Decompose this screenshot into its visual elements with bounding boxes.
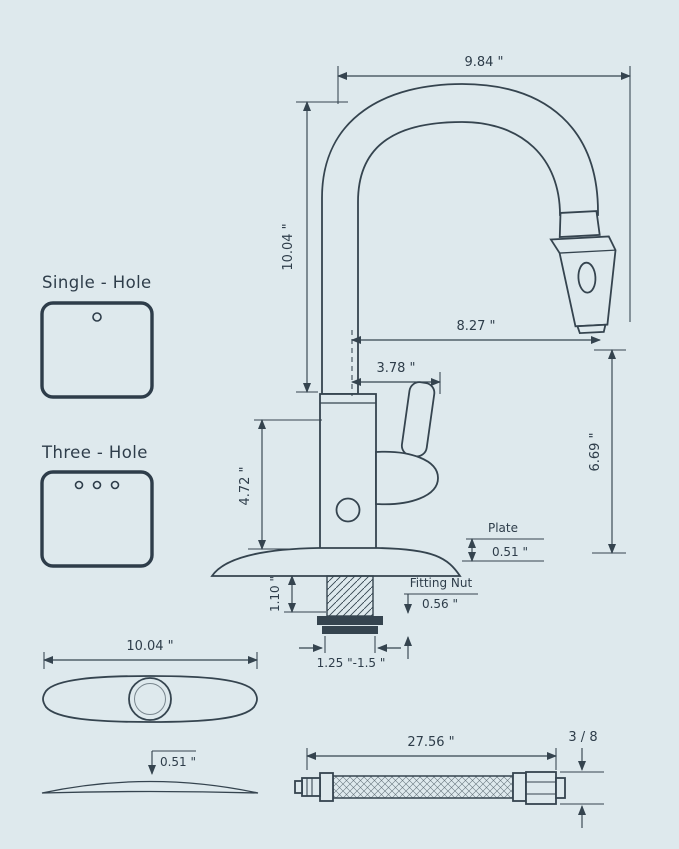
- mount-option-single: Single - Hole: [40, 273, 154, 399]
- dim-spout-height-label: 10.04 ": [281, 223, 296, 270]
- deck-plate-hole: [128, 677, 172, 721]
- dim-spout-width-label: 9.84 ": [464, 55, 503, 70]
- plate-label: Plate: [488, 521, 518, 535]
- deck-plate-side-view: [41, 780, 259, 794]
- single-hole-icon: [40, 301, 154, 399]
- dim-hole-size: 1.25 "-1.5 ": [299, 636, 401, 670]
- dim-handle-clearance: 3.78 ": [350, 361, 442, 394]
- faucet-spout: [321, 83, 599, 395]
- hose-left-tip: [294, 780, 303, 794]
- faucet-drawing: [210, 83, 617, 634]
- dim-hose-thread-label: 3 / 8: [568, 730, 597, 745]
- mount-option-three: Three - Hole: [40, 443, 154, 568]
- single-hole-label: Single - Hole: [42, 273, 152, 292]
- single-hole-dot-icon: [92, 312, 102, 322]
- three-hole-icon: [40, 470, 154, 568]
- three-hole-dot1-icon: [74, 480, 84, 490]
- threaded-shank: [326, 575, 374, 617]
- dim-plate-thickness: Plate 0.51 ": [462, 521, 544, 563]
- dim-head-to-deck: 6.69 ": [588, 348, 626, 555]
- hose-left-fitting: [301, 777, 321, 797]
- deck-plate-hole-inner: [134, 683, 166, 715]
- fitting-nut: [317, 616, 383, 634]
- three-hole-dot3-icon: [110, 480, 120, 490]
- fitting-nut-label: Fitting Nut: [410, 576, 473, 590]
- dim-hole-size-label: 1.25 "-1.5 ": [317, 656, 386, 670]
- deck-plate-side: [210, 547, 462, 577]
- dim-plate-thickness-label: 0.51 ": [492, 545, 528, 559]
- deck-plate-views: 10.04 " 0.51 ": [41, 639, 259, 794]
- hose-right-nut: [525, 771, 557, 805]
- three-hole-label: Three - Hole: [41, 443, 148, 462]
- dim-body-height: 4.72 ": [238, 418, 322, 551]
- hose-right-tip: [555, 777, 566, 799]
- dim-fitting-nut: Fitting Nut 0.56 ": [403, 576, 478, 659]
- hose-left-crimp: [319, 772, 334, 802]
- dim-handle-clearance-label: 3.78 ": [376, 361, 415, 376]
- deck-plate-top-view: [42, 675, 258, 723]
- supply-hose: 27.56 " 3 / 8: [294, 730, 604, 828]
- three-hole-dot2-icon: [92, 480, 102, 490]
- dim-deckplate-thickness-label: 0.51 ": [160, 755, 196, 769]
- dim-spout-height: 10.04 ": [281, 100, 348, 394]
- dim-deck-max-thickness-label: 1.10 ": [268, 576, 282, 612]
- faucet-handle-joint: [375, 450, 439, 506]
- dim-head-to-deck-label: 6.69 ": [588, 432, 603, 471]
- hose-right-crimp: [512, 772, 527, 802]
- spray-head: [549, 210, 617, 335]
- dim-body-height-label: 4.72 ": [238, 466, 253, 505]
- dim-deck-max-thickness: 1.10 ": [268, 574, 326, 614]
- dim-fitting-nut-size-label: 0.56 ": [422, 597, 458, 611]
- dim-spout-width: 9.84 ": [336, 55, 632, 322]
- faucet-body: [319, 393, 377, 557]
- dim-spout-reach-label: 8.27 ": [456, 319, 495, 334]
- hose-braided-body: [332, 775, 514, 799]
- dim-hose-length-label: 27.56 ": [407, 735, 454, 750]
- spray-head-button: [577, 261, 597, 294]
- body-button: [335, 497, 361, 523]
- dim-spout-reach: 8.27 ": [350, 319, 602, 345]
- dim-deckplate-width-label: 10.04 ": [126, 639, 173, 654]
